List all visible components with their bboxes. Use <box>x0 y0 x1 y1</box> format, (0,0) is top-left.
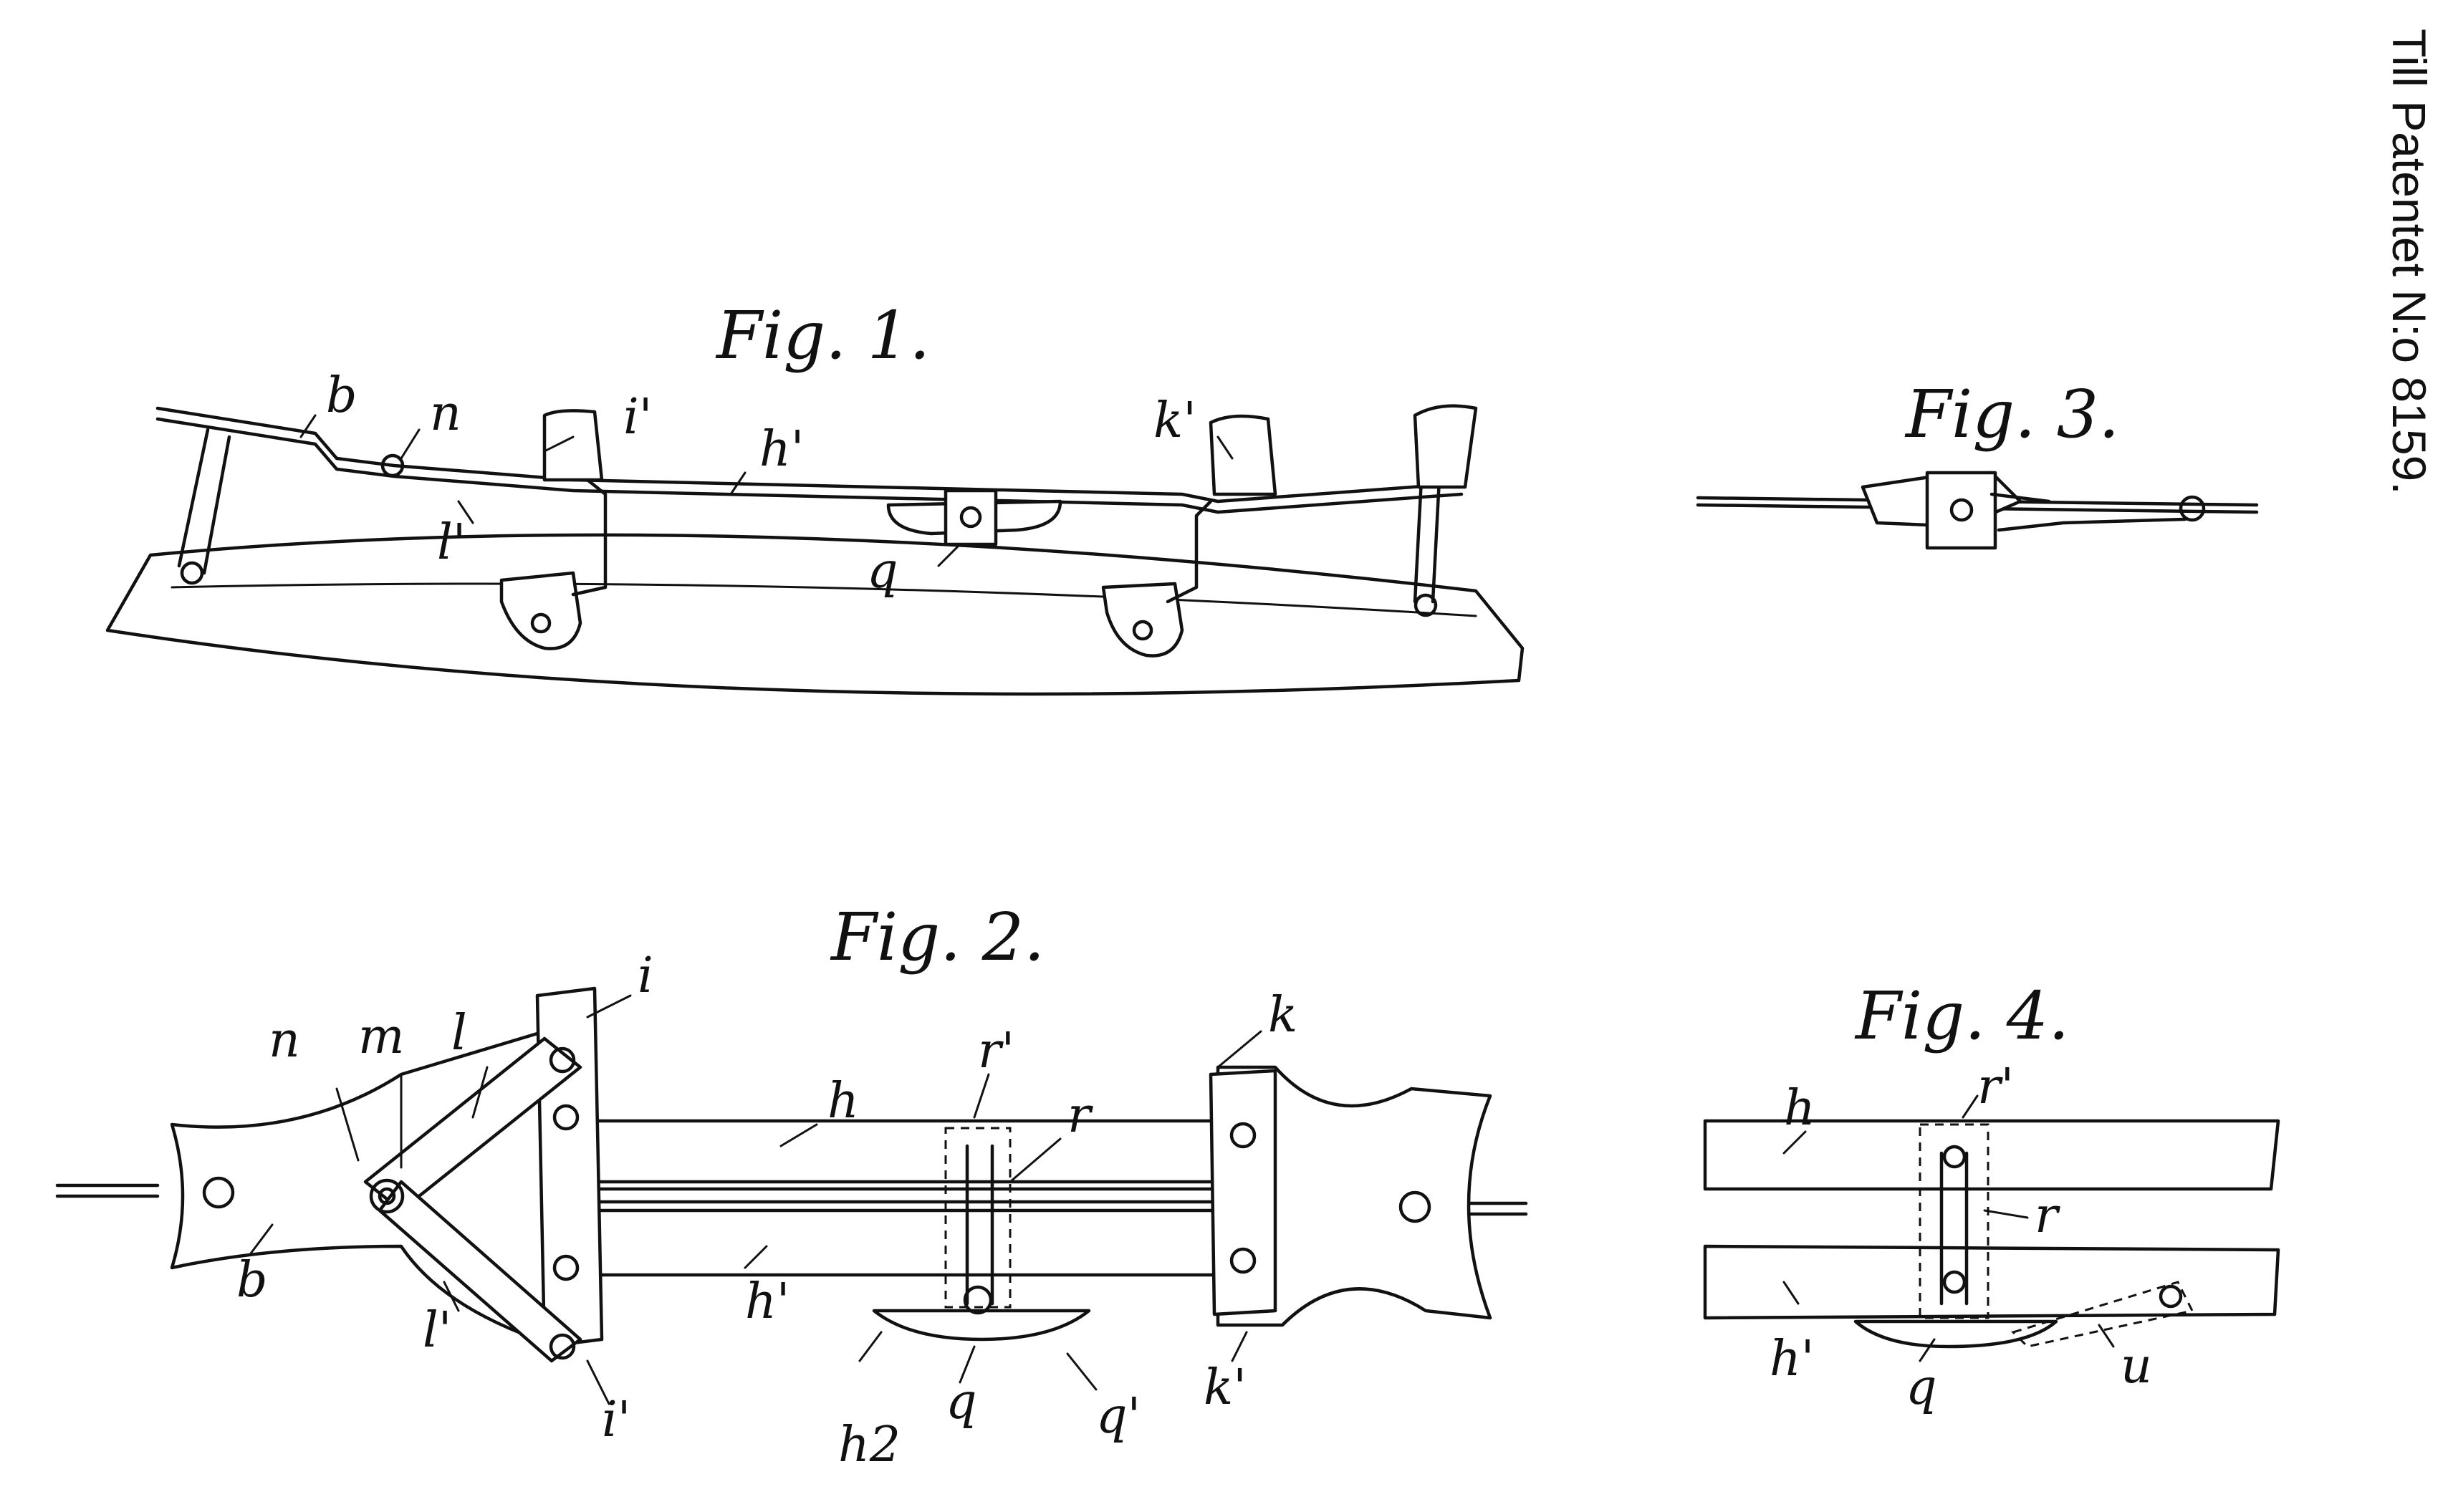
fig3-caption: Fig. 3. <box>1904 376 2119 453</box>
fig4-label-r-prime: r' <box>1977 1059 2014 1115</box>
fig2-label-l-prime: l' <box>423 1302 451 1359</box>
fig2-label-l: l <box>451 1005 467 1061</box>
fig4-label-r: r <box>2035 1188 2060 1244</box>
fig1-front-lug <box>499 571 582 650</box>
fig2-label-h-prime: h' <box>745 1273 790 1330</box>
fig4-label-u: u <box>2121 1338 2152 1395</box>
fig1-rear-lug <box>1101 582 1184 658</box>
fig1-front-clip <box>542 409 604 482</box>
fig4-caption: Fig. 4. <box>1854 978 2069 1054</box>
fig2-label-h: h <box>827 1073 859 1130</box>
fig4-label-h-prime: h' <box>1770 1331 1815 1387</box>
fig3-clamp-block <box>1925 471 1997 550</box>
fig2-label-i-prime: i' <box>602 1392 630 1448</box>
fig1-skate-blade <box>105 533 1525 696</box>
fig2-label-b: b <box>236 1252 268 1309</box>
fig4-label-h: h <box>1784 1080 1815 1137</box>
fig2-label-n: n <box>269 1012 300 1069</box>
fig4-lever-u <box>2011 1281 2194 1348</box>
figure-4: Fig. 4. h r' r h' q u <box>1703 978 2280 1416</box>
fig4-bar-h <box>1703 1119 2280 1191</box>
fig1-label-h-prime: h' <box>759 421 805 478</box>
patent-number-label: Till Patentet N:o 8159. <box>2383 29 2436 495</box>
fig2-label-r: r <box>1067 1087 1093 1144</box>
fig2-label-q-prime: q' <box>1096 1388 1141 1445</box>
fig2-label-k: k <box>1268 987 1297 1044</box>
fig2-upper-bar-h <box>592 1119 1220 1184</box>
figure-3: Fig. 3. <box>1696 376 2259 550</box>
fig4-screw-housing <box>1919 1123 1989 1319</box>
fig2-caption: Fig. 2. <box>830 899 1045 976</box>
fig2-toe-plate <box>1216 1065 1492 1327</box>
fig1-caption: Fig. 1. <box>715 297 930 374</box>
fig2-screw-housing <box>944 1127 1012 1309</box>
fig2-clip-k <box>1209 1069 1277 1316</box>
fig1-rear-post <box>1413 404 1478 489</box>
fig4-bar-h-prime <box>1703 1244 2280 1320</box>
fig4-label-q: q <box>1906 1359 1937 1416</box>
fig1-label-q: q <box>867 543 898 599</box>
fig2-label-i: i <box>638 948 653 1004</box>
fig2-label-m: m <box>358 1008 404 1065</box>
fig2-axle-rod <box>55 1183 1528 1216</box>
fig1-label-b: b <box>326 367 357 424</box>
fig2-label-k-prime: k' <box>1204 1359 1247 1416</box>
figure-2: Fig. 2. i n m <box>55 899 1528 1473</box>
fig2-label-q: q <box>946 1374 977 1430</box>
fig1-front-strut <box>177 428 231 575</box>
fig2-label-h2: h2 <box>838 1417 901 1473</box>
fig2-clamp-plate-q <box>872 1309 1091 1342</box>
fig2-label-r-prime: r' <box>978 1023 1014 1079</box>
fig1-rear-clip <box>1209 414 1277 496</box>
fig1-clamp-rod <box>155 406 1464 504</box>
fig1-label-i-prime: i' <box>623 389 652 446</box>
figure-1: Fig. 1. b n i' h' <box>105 297 1525 696</box>
fig4-clamp-plate <box>1853 1319 2058 1349</box>
fig1-label-l-prime: l' <box>437 514 466 571</box>
fig1-label-k-prime: k' <box>1153 393 1196 449</box>
fig1-label-n: n <box>430 385 461 442</box>
fig2-lower-bar-h-prime <box>592 1208 1220 1277</box>
